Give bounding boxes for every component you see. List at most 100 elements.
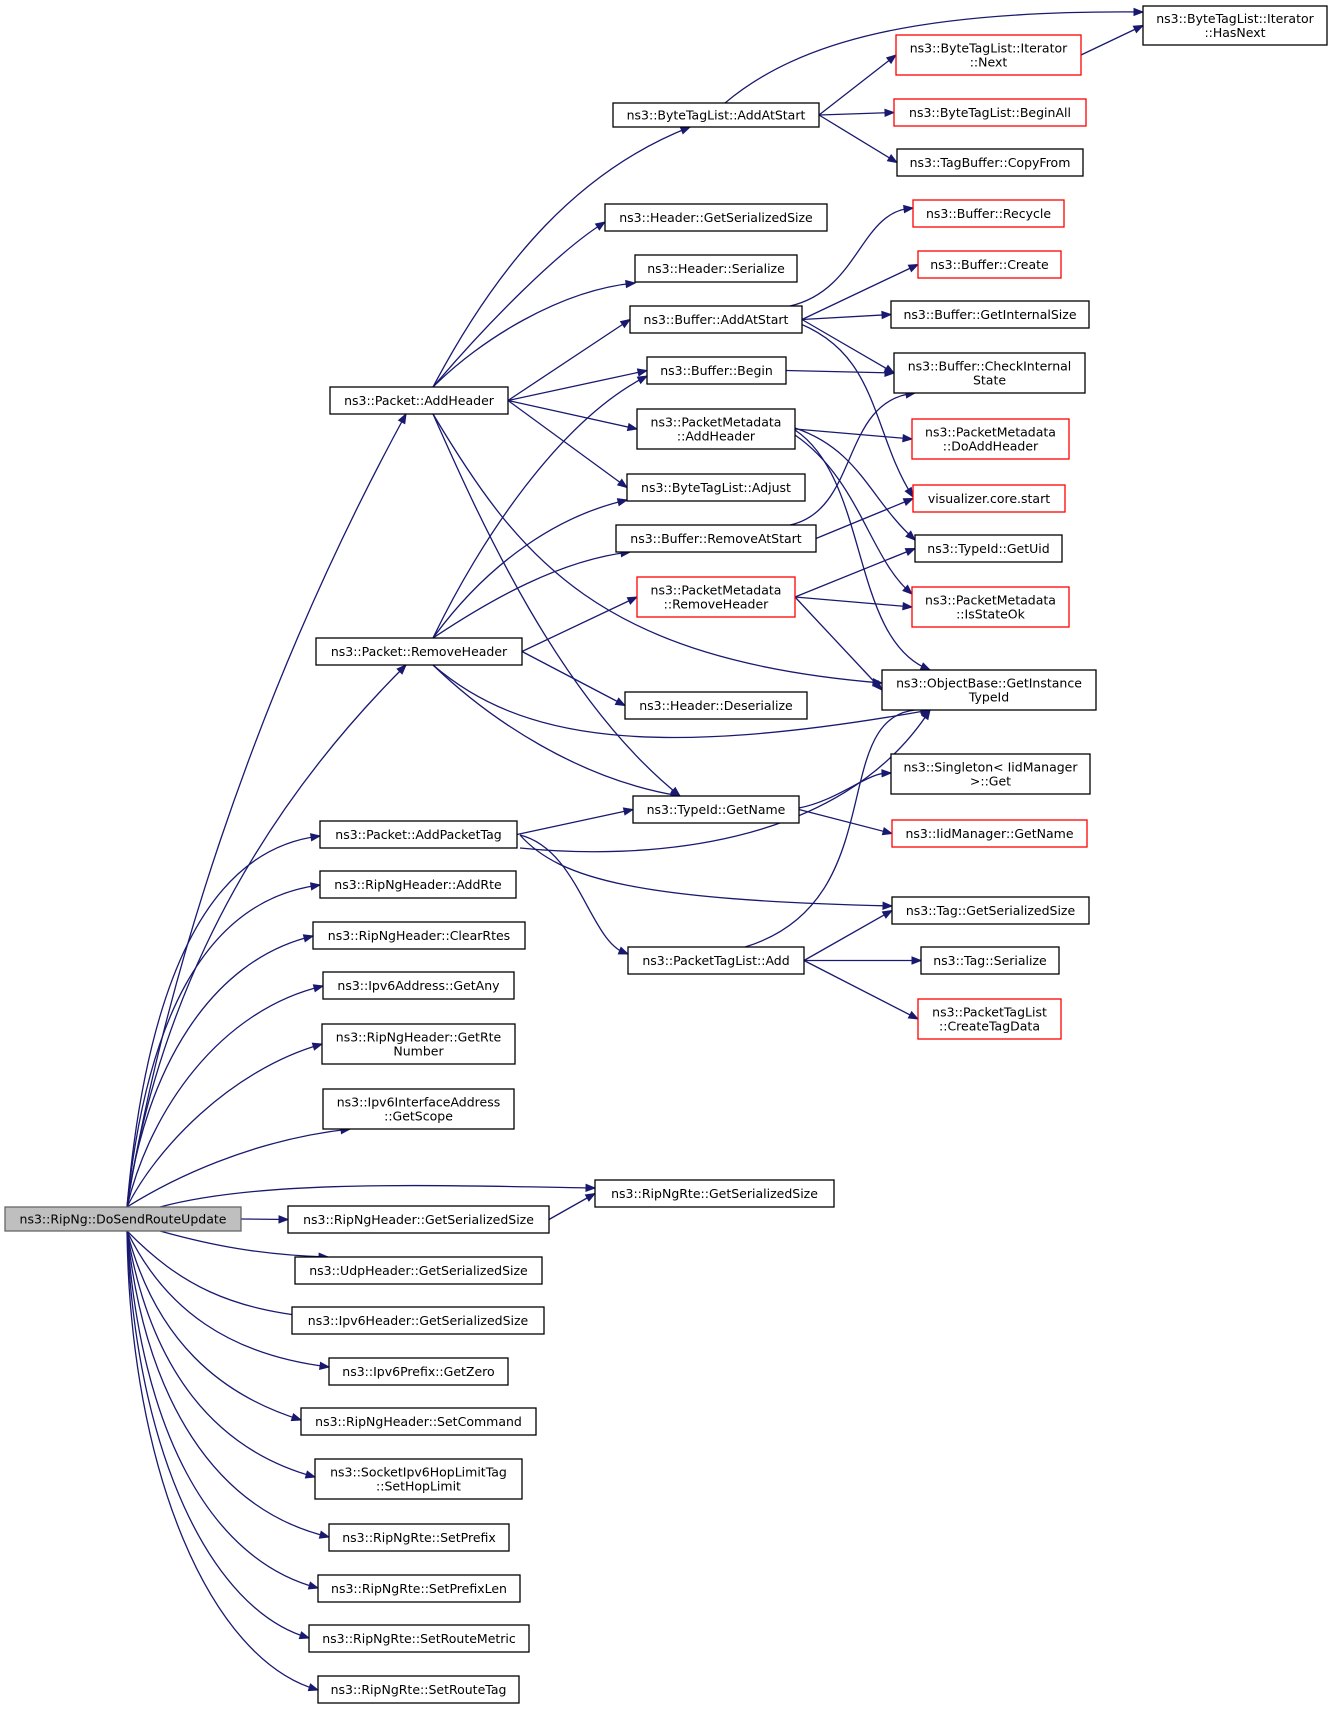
function-node[interactable]: ns3::ByteTagList::Iterator::HasNext <box>1142 5 1328 46</box>
function-node[interactable]: ns3::Singleton< IidManager >::Get <box>890 753 1091 795</box>
function-node[interactable]: ns3::RipNgRte::SetPrefixLen <box>317 1574 521 1603</box>
node-label: ns3::ByteTagList::AddAtStart <box>627 108 806 123</box>
node-label: ns3::Buffer::Create <box>930 257 1049 272</box>
function-node[interactable]: ns3::Packet::AddPacketTag <box>319 820 518 849</box>
node-box <box>917 998 1062 1040</box>
node-label: ns3::RipNgHeader::GetSerializedSize <box>303 1212 534 1227</box>
function-node[interactable]: ns3::RipNgHeader::ClearRtes <box>312 921 526 950</box>
node-box <box>920 946 1060 975</box>
function-node[interactable]: ns3::TypeId::GetUid <box>914 534 1063 563</box>
root-function-node[interactable]: ns3::RipNg::DoSendRouteUpdate <box>4 1206 242 1232</box>
arrow-head <box>907 263 920 273</box>
function-node[interactable]: ns3::PacketMetadata::IsStateOk <box>911 586 1070 628</box>
node-label: ns3::PacketTagList <box>932 1005 1047 1020</box>
function-node[interactable]: ns3::UdpHeader::GetSerializedSize <box>294 1256 543 1285</box>
arrow-head <box>617 946 630 955</box>
function-node[interactable]: ns3::Buffer::RemoveAtStart <box>615 524 817 553</box>
function-node[interactable]: ns3::PacketMetadata::RemoveHeader <box>636 576 796 618</box>
node-label: ns3::Buffer::CheckInternal <box>908 359 1072 374</box>
function-node[interactable]: ns3::ByteTagList::BeginAll <box>893 98 1087 127</box>
function-node[interactable]: ns3::RipNgRte::SetPrefix <box>328 1523 510 1552</box>
function-node[interactable]: ns3::ByteTagList::Iterator::Next <box>895 34 1082 76</box>
function-node[interactable]: ns3::Header::Serialize <box>634 254 798 283</box>
function-node[interactable]: ns3::Ipv6Address::GetAny <box>322 971 515 1000</box>
node-box <box>321 1023 516 1065</box>
function-node[interactable]: ns3::TypeId::GetName <box>632 795 800 824</box>
function-node[interactable]: ns3::Buffer::GetInternalSize <box>890 300 1090 329</box>
function-node[interactable]: ns3::RipNgHeader::SetCommand <box>300 1407 537 1436</box>
edge-m6-to-r9 <box>794 428 914 443</box>
function-node[interactable]: ns3::Header::Deserialize <box>624 691 808 720</box>
node-label: Number <box>393 1044 444 1059</box>
node-box <box>314 1458 523 1500</box>
function-node[interactable]: ns3::Buffer::Begin <box>646 356 787 385</box>
function-node[interactable]: ns3::SocketIpv6HopLimitTag::SetHopLimit <box>314 1458 523 1500</box>
function-node[interactable]: ns3::RipNgHeader::AddRte <box>319 870 517 899</box>
function-node[interactable]: ns3::PacketMetadata::DoAddHeader <box>911 418 1070 460</box>
arrow-head <box>312 984 325 993</box>
edge-root-to-n1 <box>126 412 407 1208</box>
node-label: ns3::RipNgHeader::ClearRtes <box>328 928 510 943</box>
edge-n2-to-m7 <box>432 498 629 639</box>
function-node[interactable]: ns3::Header::GetSerializedSize <box>604 203 828 232</box>
edge-root-to-n4 <box>126 882 322 1208</box>
node-box <box>317 1675 520 1704</box>
arrow-head <box>881 310 893 320</box>
function-node[interactable]: ns3::Buffer::AddAtStart <box>629 305 803 334</box>
node-label: ns3::RipNg::DoSendRouteUpdate <box>20 1212 227 1227</box>
node-box <box>626 473 806 502</box>
node-label: ns3::Buffer::Recycle <box>926 206 1051 221</box>
function-node[interactable]: ns3::Tag::Serialize <box>920 946 1060 975</box>
function-node[interactable]: ns3::Tag::GetSerializedSize <box>891 896 1090 925</box>
function-node[interactable]: ns3::IidManager::GetName <box>891 819 1088 848</box>
arrow-head <box>884 108 896 118</box>
function-node[interactable]: ns3::Packet::RemoveHeader <box>315 637 523 666</box>
arrow-head <box>905 530 917 541</box>
function-node[interactable]: ns3::PacketMetadata::AddHeader <box>636 408 796 450</box>
edge-m11-to-r14 <box>798 769 893 809</box>
function-node[interactable]: ns3::PacketTagList::Add <box>627 946 805 975</box>
function-node[interactable]: ns3::ByteTagList::Adjust <box>626 473 806 502</box>
function-node[interactable]: ns3::RipNgRte::SetRouteMetric <box>308 1624 530 1653</box>
node-label: ::AddHeader <box>677 429 756 444</box>
arrow-head <box>278 1215 290 1224</box>
arrow-head <box>309 882 322 891</box>
function-node[interactable]: ns3::Packet::AddHeader <box>329 386 509 415</box>
arrow-head <box>1132 24 1145 34</box>
node-label: ns3::Buffer::AddAtStart <box>644 312 789 327</box>
function-node[interactable]: visualizer.core.start <box>912 484 1066 513</box>
node-box <box>322 971 515 1000</box>
function-node[interactable]: ns3::TagBuffer::CopyFrom <box>896 148 1084 177</box>
node-label: ns3::PacketMetadata <box>651 415 782 430</box>
function-node[interactable]: ns3::Buffer::Create <box>917 250 1062 279</box>
function-node[interactable]: ns3::ByteTagList::AddAtStart <box>612 102 820 128</box>
edge-n1-to-m2 <box>432 221 607 388</box>
function-node[interactable]: ns3::Ipv6Prefix::GetZero <box>328 1357 509 1386</box>
function-node[interactable]: ns3::RipNgRte::SetRouteTag <box>317 1675 520 1704</box>
arrow-head <box>904 486 914 499</box>
function-node[interactable]: ns3::Ipv6Header::GetSerializedSize <box>291 1306 545 1335</box>
function-node[interactable]: ns3::Buffer::Recycle <box>912 199 1065 228</box>
arrow-head <box>884 368 896 378</box>
function-node[interactable]: ns3::RipNgHeader::GetSerializedSize <box>287 1205 550 1234</box>
edge-m4-to-r7 <box>801 310 893 321</box>
node-box <box>646 356 787 385</box>
node-box <box>329 386 509 415</box>
edge-root-to-n10 <box>159 1230 330 1261</box>
arrow-head <box>626 596 639 605</box>
node-label: ns3::RipNgRte::SetRouteMetric <box>322 1631 516 1646</box>
node-label: State <box>973 373 1006 388</box>
node-label: ns3::PacketMetadata <box>925 593 1056 608</box>
function-node[interactable]: ns3::RipNgRte::GetSerializedSize <box>594 1179 835 1208</box>
node-box <box>634 254 798 283</box>
node-box <box>629 305 803 334</box>
node-box <box>319 870 517 899</box>
node-label: ::CreateTagData <box>939 1019 1040 1034</box>
function-node[interactable]: ns3::Ipv6InterfaceAddress::GetScope <box>322 1088 515 1130</box>
arrow-head <box>625 279 637 289</box>
function-node[interactable]: ns3::PacketTagList::CreateTagData <box>917 998 1062 1040</box>
node-label: ns3::UdpHeader::GetSerializedSize <box>309 1263 528 1278</box>
